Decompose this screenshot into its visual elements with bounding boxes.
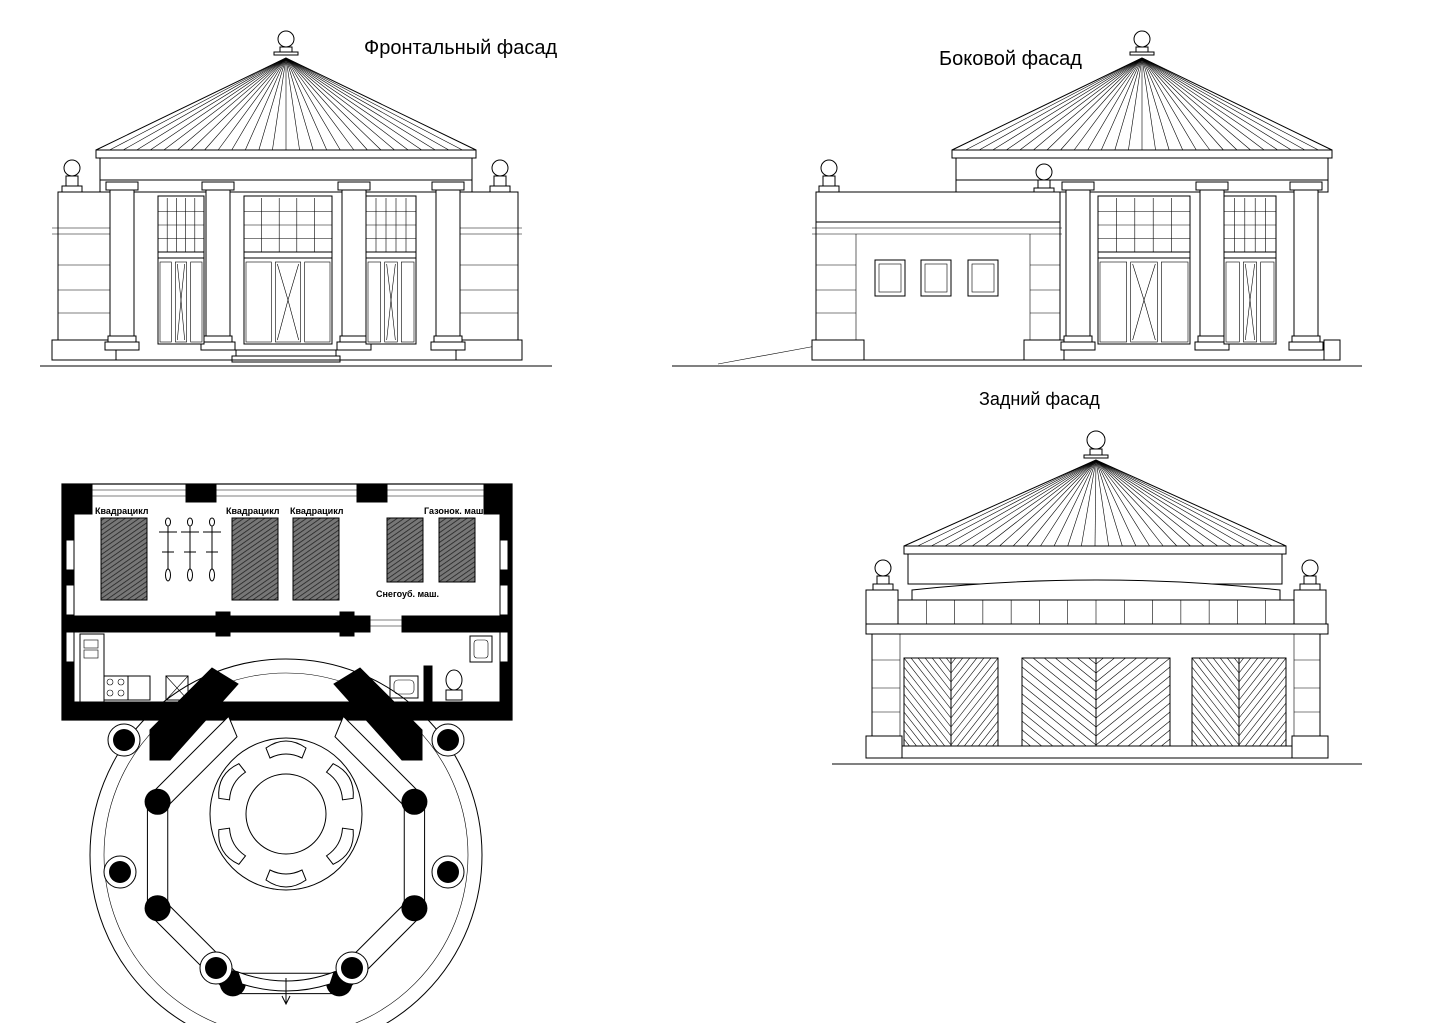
label-quad-1: Квадрацикл: [95, 506, 149, 516]
label-quad-2: Квадрацикл: [226, 506, 280, 516]
label-quad-3: Квадрацикл: [290, 506, 344, 516]
front-facade-title: Фронтальный фасад: [364, 37, 558, 59]
front-right-wing: [455, 191, 519, 361]
finial-left: [63, 159, 81, 177]
side-roof-finial: [1133, 30, 1151, 48]
rear-facade-drawing: [832, 430, 1362, 765]
floor-plan: Квадрацикл Квадрацикл Квадрацикл Газонок…: [61, 483, 513, 1023]
side-roof: [951, 57, 1333, 151]
side-facade-title: Боковой фасад: [939, 48, 1082, 70]
front-left-wing: [57, 191, 117, 361]
vehicle-spot-snow: [386, 517, 424, 583]
side-window-bays: [1097, 195, 1277, 345]
roof-finial: [277, 30, 295, 48]
vehicle-spot-quad-1: [100, 517, 148, 601]
rear-garage-doors: [903, 657, 1287, 747]
toilet: [445, 669, 463, 691]
front-roof: [95, 57, 477, 151]
label-snow-blower: Снегоуб. маш.: [376, 589, 439, 599]
front-window-bays: [157, 195, 417, 345]
front-facade-drawing: [40, 30, 552, 367]
vehicle-spot-quad-2: [231, 517, 279, 601]
vehicle-spot-lawn: [438, 517, 476, 583]
side-facade-drawing: [672, 30, 1362, 367]
finial-right: [491, 159, 509, 177]
label-lawn-mower: Газонок. маш.: [424, 506, 486, 516]
front-columns: [104, 181, 466, 351]
pavilion-octagon: [89, 658, 483, 1023]
kitchen-counter: [79, 633, 105, 703]
rear-facade-title: Задний фасад: [979, 389, 1100, 409]
rear-roof: [903, 459, 1287, 547]
side-small-windows: [874, 259, 999, 297]
rear-roof-finial: [1086, 430, 1106, 450]
side-columns: [1060, 181, 1324, 351]
bicycles: [159, 517, 221, 582]
rear-panel-strip: [897, 599, 1295, 625]
vehicle-spot-quad-3: [292, 517, 340, 601]
front-steps: [235, 349, 337, 357]
front-cornice: [95, 149, 477, 159]
round-table: [209, 737, 363, 891]
table-chairs: [218, 740, 354, 888]
